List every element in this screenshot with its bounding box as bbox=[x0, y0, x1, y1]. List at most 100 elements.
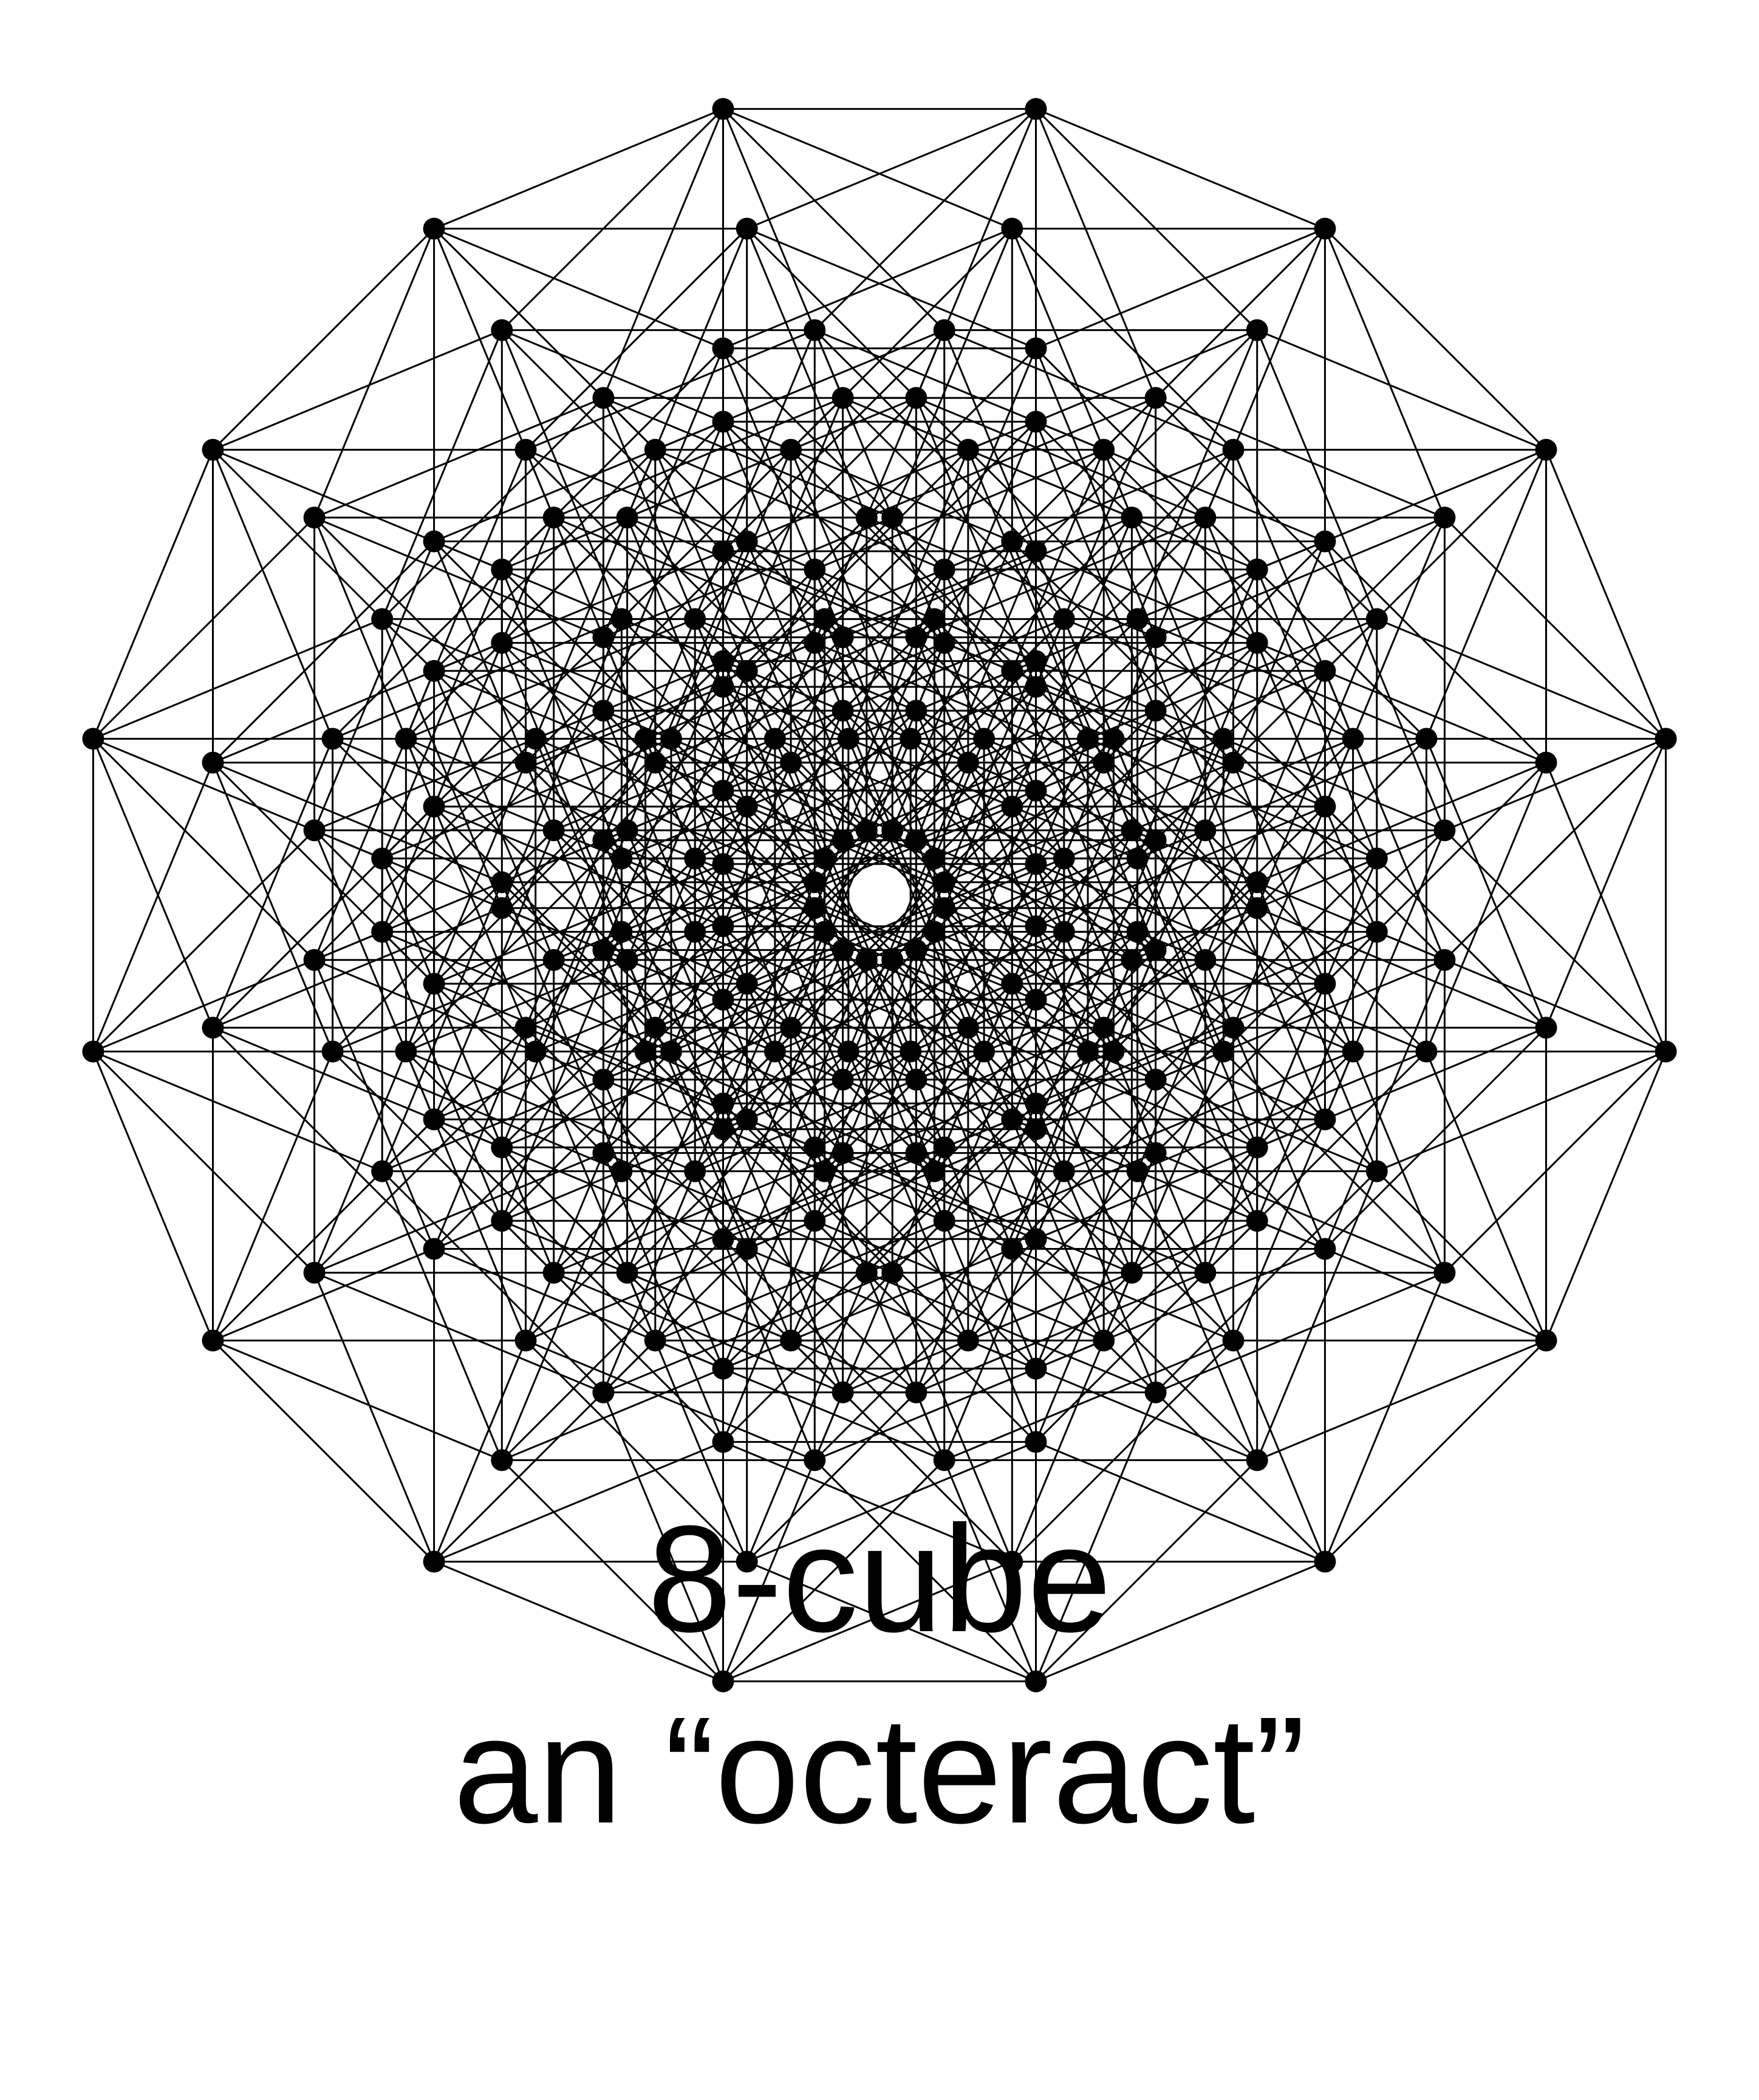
edge-201 bbox=[1035, 661, 1156, 950]
edge-835 bbox=[1035, 1441, 1325, 1563]
edge-183 bbox=[1256, 569, 1378, 859]
edge-351 bbox=[934, 618, 1224, 740]
vertex-20 bbox=[1121, 819, 1143, 842]
edge-425 bbox=[790, 449, 912, 740]
edge-1010 bbox=[92, 1051, 383, 1172]
edge-102 bbox=[1232, 1051, 1354, 1341]
edge-636 bbox=[915, 397, 1138, 620]
vertex-122 bbox=[423, 972, 445, 995]
edge-187 bbox=[1155, 857, 1378, 1080]
vertex-59 bbox=[644, 438, 666, 461]
edge-903 bbox=[722, 1128, 1013, 1250]
vertex-61 bbox=[542, 506, 565, 529]
edge-831 bbox=[92, 517, 315, 740]
edge-909 bbox=[670, 738, 893, 961]
vertex-181 bbox=[712, 915, 734, 938]
edge-38 bbox=[1155, 516, 1445, 638]
edge-166 bbox=[553, 397, 844, 519]
edge-822 bbox=[313, 517, 536, 740]
vertex-7 bbox=[1314, 217, 1336, 240]
edge-206 bbox=[1035, 348, 1156, 638]
edge-683 bbox=[722, 805, 1013, 927]
vertex-153 bbox=[933, 897, 955, 919]
vertex-204 bbox=[804, 1210, 826, 1232]
edge-1 bbox=[1545, 762, 1667, 1052]
edge-5 bbox=[1376, 1051, 1667, 1172]
edge-837 bbox=[1035, 1561, 1325, 1682]
vertex-101 bbox=[923, 847, 946, 870]
edge-481 bbox=[746, 670, 1037, 792]
edge-655 bbox=[694, 397, 917, 620]
edge-748 bbox=[814, 926, 1037, 1148]
edge-606 bbox=[1204, 517, 1326, 807]
edge-797 bbox=[603, 636, 825, 859]
edge-279 bbox=[621, 949, 844, 1172]
vertex-199 bbox=[973, 728, 996, 750]
vertex-228 bbox=[804, 1449, 826, 1471]
edge-823 bbox=[313, 738, 536, 961]
edge-306 bbox=[433, 449, 656, 672]
edge-885 bbox=[694, 931, 816, 1221]
vertex-28 bbox=[832, 700, 854, 722]
edge-794 bbox=[603, 949, 825, 1172]
vertex-132 bbox=[1314, 1108, 1336, 1131]
edge-783 bbox=[405, 517, 628, 740]
vertex-237 bbox=[514, 1017, 537, 1039]
vertex-174 bbox=[616, 819, 638, 842]
vertex-5 bbox=[1433, 506, 1456, 529]
edge-908 bbox=[603, 1272, 893, 1394]
vertex-141 bbox=[1025, 676, 1047, 698]
edge-446 bbox=[501, 642, 724, 865]
octeract-projection-diagram bbox=[82, 98, 1677, 1693]
edge-35 bbox=[1324, 228, 1446, 518]
edge-47 bbox=[1035, 108, 1325, 230]
edge-470 bbox=[1035, 790, 1156, 1080]
vertex-131 bbox=[1415, 728, 1438, 750]
vertex-195 bbox=[1194, 949, 1217, 971]
edge-449 bbox=[501, 329, 724, 552]
vertex-22 bbox=[1001, 530, 1023, 553]
edge-360 bbox=[814, 329, 1104, 451]
vertex-36 bbox=[1144, 939, 1167, 961]
vertex-60 bbox=[542, 819, 565, 842]
edge-125 bbox=[1011, 830, 1133, 1120]
vertex-89 bbox=[832, 829, 854, 851]
edge-1018 bbox=[92, 1051, 315, 1273]
edge-583 bbox=[1426, 738, 1547, 1028]
edge-334 bbox=[1103, 762, 1326, 984]
edge-901 bbox=[891, 960, 1013, 1250]
edge-768 bbox=[626, 1051, 849, 1273]
edge-933 bbox=[314, 1152, 604, 1274]
edge-625 bbox=[1035, 1220, 1258, 1443]
vertex-188 bbox=[423, 1108, 445, 1131]
vertex-10 bbox=[1246, 632, 1268, 654]
edge-588 bbox=[1324, 1027, 1547, 1250]
edge-962 bbox=[525, 1340, 815, 1461]
edge-323 bbox=[1155, 1152, 1445, 1274]
edge-194 bbox=[1136, 882, 1259, 1172]
vertex-183 bbox=[592, 626, 615, 649]
vertex-197 bbox=[1093, 1017, 1115, 1039]
edge-923 bbox=[381, 738, 672, 859]
edge-922 bbox=[381, 618, 672, 740]
edge-887 bbox=[525, 1219, 815, 1341]
vertex-245 bbox=[491, 1136, 513, 1159]
vertex-66 bbox=[1314, 972, 1336, 995]
vertex-210 bbox=[881, 1261, 904, 1284]
vertex-125 bbox=[321, 728, 344, 750]
vertex-186 bbox=[524, 1040, 547, 1063]
edge-177 bbox=[1256, 882, 1378, 1172]
vertex-83 bbox=[1001, 660, 1023, 682]
edge-973 bbox=[626, 1272, 748, 1563]
edge-338 bbox=[1204, 983, 1326, 1273]
edge-897 bbox=[891, 1272, 1013, 1563]
vertex-69 bbox=[1212, 728, 1235, 750]
edge-954 bbox=[694, 1170, 917, 1393]
edge-477 bbox=[746, 983, 1037, 1105]
vertex-236 bbox=[514, 1329, 537, 1352]
vertex-39 bbox=[1025, 337, 1047, 360]
edge-1006 bbox=[212, 1340, 502, 1461]
vertex-44 bbox=[855, 819, 878, 842]
vertex-103 bbox=[804, 558, 826, 581]
edge-137 bbox=[722, 228, 1013, 349]
